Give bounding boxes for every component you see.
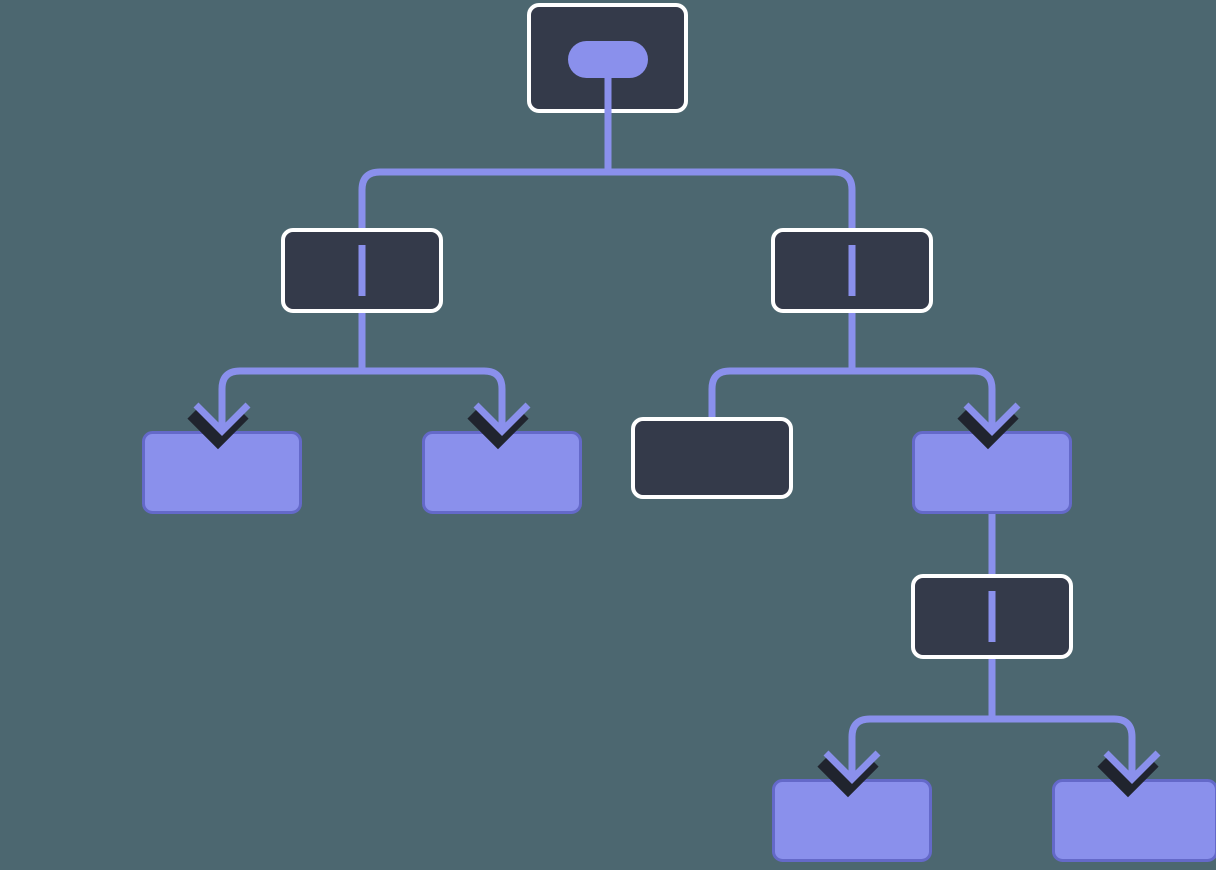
arrowhead-icon [473, 402, 531, 436]
level2-node-dark-surface[interactable] [631, 417, 793, 499]
edge-level1right-to-level2-purple-arrowhead [957, 402, 1021, 450]
level1-node-left[interactable] [281, 228, 443, 313]
level1-node-right[interactable] [771, 228, 933, 313]
edge-level3-to-leaf3-arrowhead [817, 750, 881, 798]
edge-level1left-to-leaf2-arrowhead [467, 402, 531, 450]
level2-node-dark[interactable] [631, 417, 793, 499]
arrowhead-shadow-icon [957, 409, 1019, 450]
level3-node-dark[interactable] [911, 574, 1073, 659]
root-node[interactable] [527, 3, 688, 113]
arrowhead-shadow-icon [467, 409, 529, 450]
arrowhead-icon [1103, 750, 1161, 784]
arrowhead-icon [963, 402, 1021, 436]
node-layer [142, 3, 1216, 862]
edge-level3-to-leaf4-arrowhead [1097, 750, 1161, 798]
root-node-pill-glyph [568, 41, 648, 78]
arrowhead-icon [193, 402, 251, 436]
leaf-node-4[interactable] [1052, 779, 1216, 862]
arrowhead-shadow-icon [1097, 757, 1159, 798]
edge-level1left-to-leaf1-arrowhead [187, 402, 251, 450]
edge-level3-to-leaf3 [848, 659, 996, 779]
level1-node-right-bar-glyph [848, 245, 856, 296]
arrowhead-icon [823, 750, 881, 784]
arrowhead-shadow-icon [817, 757, 879, 798]
arrowhead-shadow-icon [187, 409, 249, 450]
edge-level1left-to-leaf2 [358, 313, 506, 431]
edge-layer [218, 113, 1136, 779]
arrowhead-layer [187, 402, 1161, 798]
edge-level1right-to-level2-purple [848, 313, 996, 431]
leaf-node-4-surface[interactable] [1052, 779, 1216, 862]
edge-root-to-level1-right [604, 113, 856, 228]
edge-level3-to-leaf4 [988, 659, 1136, 779]
level3-node-dark-bar-glyph [988, 591, 996, 642]
edge-level1right-to-dark-node [708, 313, 856, 417]
edge-level1left-to-leaf1 [218, 313, 366, 431]
level1-node-left-bar-glyph [358, 245, 366, 296]
